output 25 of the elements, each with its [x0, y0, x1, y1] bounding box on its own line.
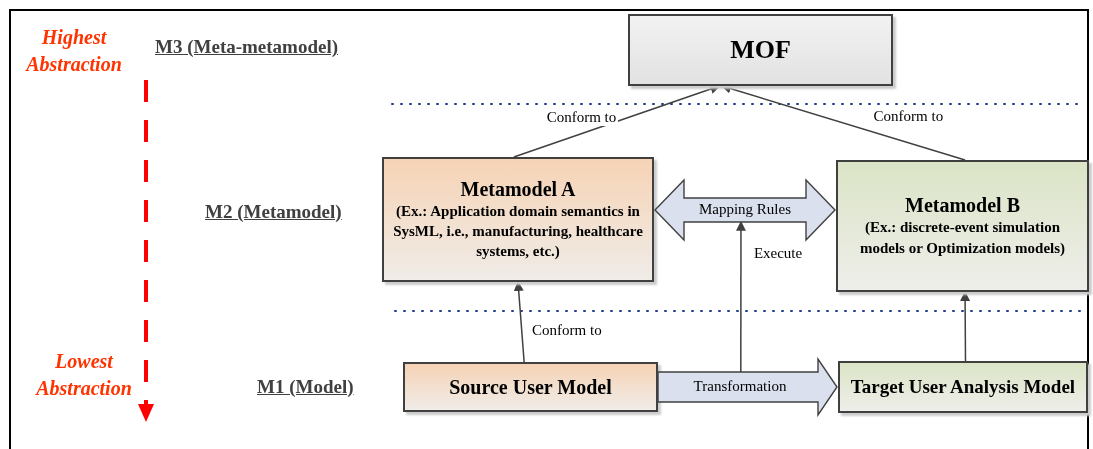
- arrow: [513, 84, 721, 158]
- abstraction-level-label: Highest Abstraction: [24, 25, 123, 77]
- arrow-label: Mapping Rules: [697, 201, 793, 219]
- process-box: [382, 157, 654, 282]
- double-block-arrow: [654, 178, 836, 242]
- node-description: (Ex.: Application domain semantics in SysML, i.e., manufacturing, healthcare systems, etc.): [392, 201, 644, 262]
- node-title: Metamodel B: [904, 194, 1021, 218]
- block-arrow: [657, 356, 838, 418]
- process-box: [628, 14, 893, 86]
- process-box: [836, 160, 1089, 292]
- node-title: Metamodel A: [459, 177, 577, 201]
- node-description: (Ex.: discrete-event simulation models or Optimization models): [858, 218, 1067, 258]
- arrow-label: Transformation: [692, 378, 788, 396]
- process-box: [403, 362, 658, 412]
- process-box: [838, 361, 1088, 413]
- edge-label: Conform to: [544, 108, 619, 126]
- node-title: Source User Model: [448, 375, 613, 399]
- arrow: [960, 291, 971, 362]
- metalevel-label: M2 (Metamodel): [205, 201, 342, 223]
- metalevel-label: M1 (Model): [257, 376, 354, 398]
- node-title: MOF: [729, 35, 792, 65]
- metalevel-label: M3 (Meta-metamodel): [155, 36, 339, 58]
- abstraction-level-label: Lowest Abstraction: [34, 349, 133, 401]
- arrow: [513, 281, 525, 363]
- node-title: Target User Analysis Model: [849, 376, 1077, 398]
